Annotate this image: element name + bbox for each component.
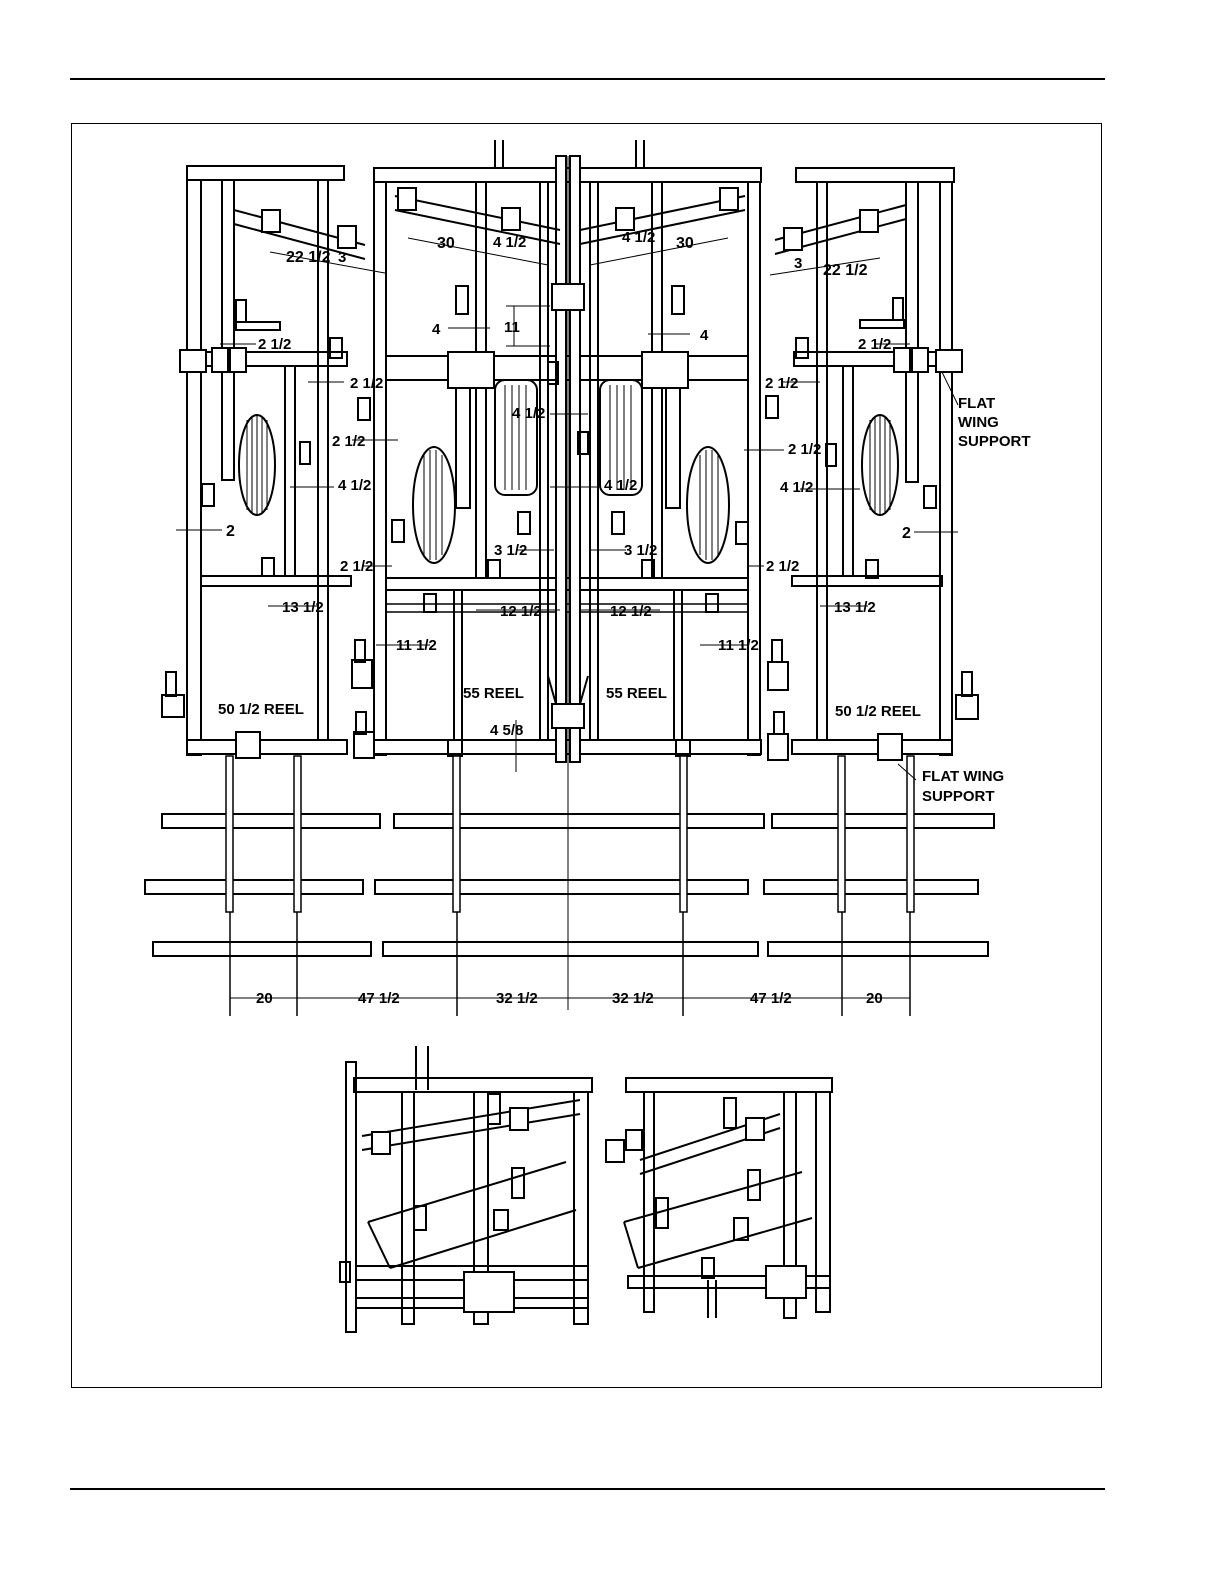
spacing-label-3: 32 1/2	[496, 990, 538, 1007]
callout-flat-wing-support-top-1: FLAT	[958, 395, 995, 412]
dim-2half-f: 2 1/2	[788, 441, 821, 458]
dim-2half-a: 2 1/2	[258, 336, 291, 353]
dim-12half-right: 12 1/2	[610, 603, 652, 620]
dim-22half-left: 22 1/2	[286, 249, 331, 266]
callout-flat-wing-support-top-3: SUPPORT	[958, 433, 1031, 450]
spacing-label-4: 32 1/2	[612, 990, 654, 1007]
spacing-label-5: 47 1/2	[750, 990, 792, 1007]
callout-flat-wing-support-bottom-2: SUPPORT	[922, 788, 995, 805]
dim-2half-b: 2 1/2	[858, 336, 891, 353]
dim-2half-h: 2 1/2	[766, 558, 799, 575]
callout-flat-wing-support-bottom-1: FLAT WING	[922, 768, 1004, 785]
reel-label-center-right: 55 REEL	[606, 685, 667, 702]
dim-30-right: 30	[676, 235, 694, 252]
dim-4-left: 4	[432, 321, 441, 338]
dim-3-left: 3	[338, 249, 346, 266]
dim-2half-g: 2 1/2	[340, 558, 373, 575]
spacing-label-6: 20	[866, 990, 883, 1007]
dim-2half-c: 2 1/2	[350, 375, 383, 392]
dim-4-right: 4	[700, 327, 709, 344]
dim-13half-left: 13 1/2	[282, 599, 324, 616]
dim-4half-left-wing: 4 1/2	[338, 477, 371, 494]
dim-13half-right: 13 1/2	[834, 599, 876, 616]
dim-2-right: 2	[902, 525, 911, 542]
reel-bars	[145, 814, 994, 956]
callout-flat-wing-support-top-2: WING	[958, 414, 999, 431]
dim-11half-right: 11 1/2	[718, 637, 759, 654]
dim-4-5-8: 4 5/8	[490, 722, 523, 739]
dim-4half-right-center: 4 1/2	[604, 477, 637, 494]
dim-22half-right: 22 1/2	[823, 262, 868, 279]
dim-4half-right-wing: 4 1/2	[780, 479, 813, 496]
reel-label-left-wing: 50 1/2 REEL	[218, 701, 304, 718]
dim-2half-e: 2 1/2	[332, 433, 365, 450]
reel-label-center-left: 55 REEL	[463, 685, 524, 702]
dim-4half-top-right: 4 1/2	[622, 229, 655, 246]
dim-11half-left: 11 1/2	[396, 637, 437, 654]
dim-3half-right: 3 1/2	[624, 542, 657, 559]
dim-4half-center: 4 1/2	[512, 405, 545, 422]
dim-4half-top-left: 4 1/2	[493, 234, 526, 251]
dim-2-left: 2	[226, 523, 235, 540]
dim-3half-left: 3 1/2	[494, 542, 527, 559]
dim-11: 11	[504, 319, 520, 336]
spacing-label-2: 47 1/2	[358, 990, 400, 1007]
dim-2half-d: 2 1/2	[765, 375, 798, 392]
shanks	[226, 756, 914, 1016]
detail-view-right	[606, 1078, 832, 1318]
reel-label-right-wing: 50 1/2 REEL	[835, 703, 921, 720]
dim-12half-left: 12 1/2	[500, 603, 542, 620]
spacing-label-1: 20	[256, 990, 273, 1007]
dim-3-right: 3	[794, 255, 802, 272]
dim-30-left: 30	[437, 235, 455, 252]
detail-view-left	[340, 1046, 592, 1332]
